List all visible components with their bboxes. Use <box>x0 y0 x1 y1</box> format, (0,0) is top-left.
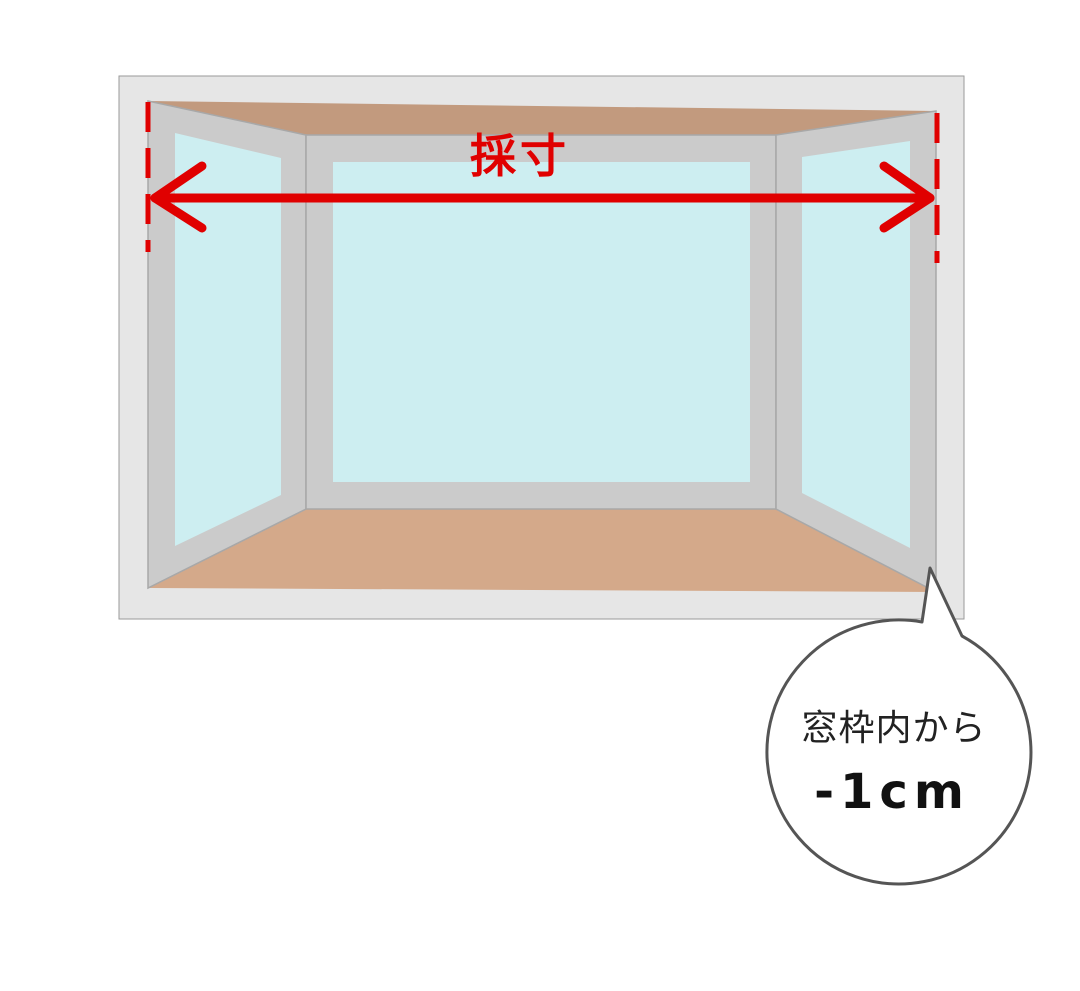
measurement-label: 採寸 <box>470 129 570 183</box>
bay-floor <box>148 509 936 592</box>
callout-line2: -1cm <box>814 764 970 820</box>
arrow-head-left <box>150 161 207 233</box>
right-window-glass <box>802 141 910 548</box>
callout-line1: 窓枠内から <box>801 708 986 749</box>
callout-bubble <box>765 566 1033 886</box>
center-window-glass <box>333 162 750 482</box>
arrow-head-right <box>879 161 935 233</box>
bay-ceiling <box>148 101 936 135</box>
measurement-arrow <box>150 161 935 233</box>
left-window-glass <box>175 133 281 546</box>
